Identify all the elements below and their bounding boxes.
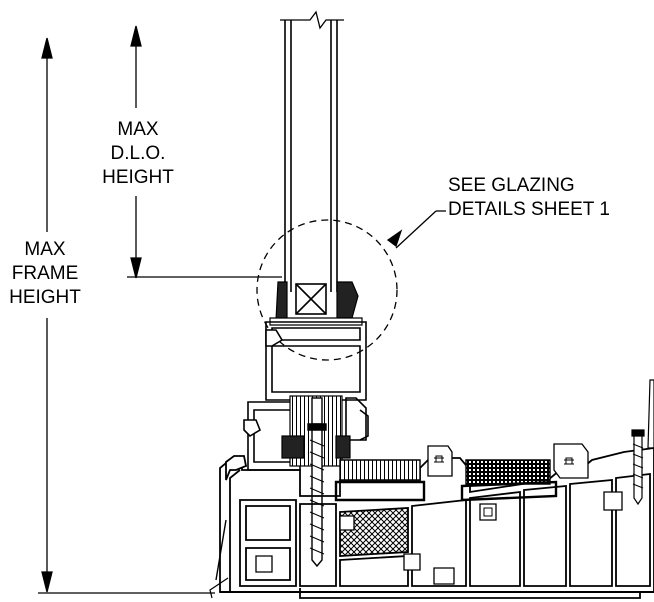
dlo-label-line-1: MAX: [117, 119, 159, 140]
anchor-screw: [307, 397, 327, 568]
gasket-clips: [255, 443, 623, 585]
dlo-label-line-3: HEIGHT: [102, 167, 174, 188]
glazing-label-line-1: SEE GLAZING: [448, 175, 575, 196]
max-frame-height-label: MAX FRAME HEIGHT: [2, 238, 88, 310]
sill-frame: [209, 447, 654, 599]
sash-profile: [243, 321, 369, 471]
sill-infill: [334, 459, 558, 502]
dlo-label-line-2: D.L.O.: [110, 143, 166, 164]
glazing-detail-callout: [256, 210, 446, 361]
see-glazing-details-label: SEE GLAZING DETAILS SHEET 1: [448, 174, 610, 222]
glazing-label-line-2: DETAILS SHEET 1: [448, 199, 610, 220]
side-anchor-screw: [631, 379, 654, 506]
frame-label-line-1: MAX: [24, 239, 66, 260]
dlo-height-dimension: [127, 25, 282, 279]
frame-label-line-2: FRAME: [11, 263, 79, 284]
frame-height-dimension: [38, 37, 215, 594]
max-dlo-height-label: MAX D.L.O. HEIGHT: [100, 118, 176, 190]
insulated-glass-unit: [280, 10, 344, 315]
frame-label-line-3: HEIGHT: [9, 287, 81, 308]
